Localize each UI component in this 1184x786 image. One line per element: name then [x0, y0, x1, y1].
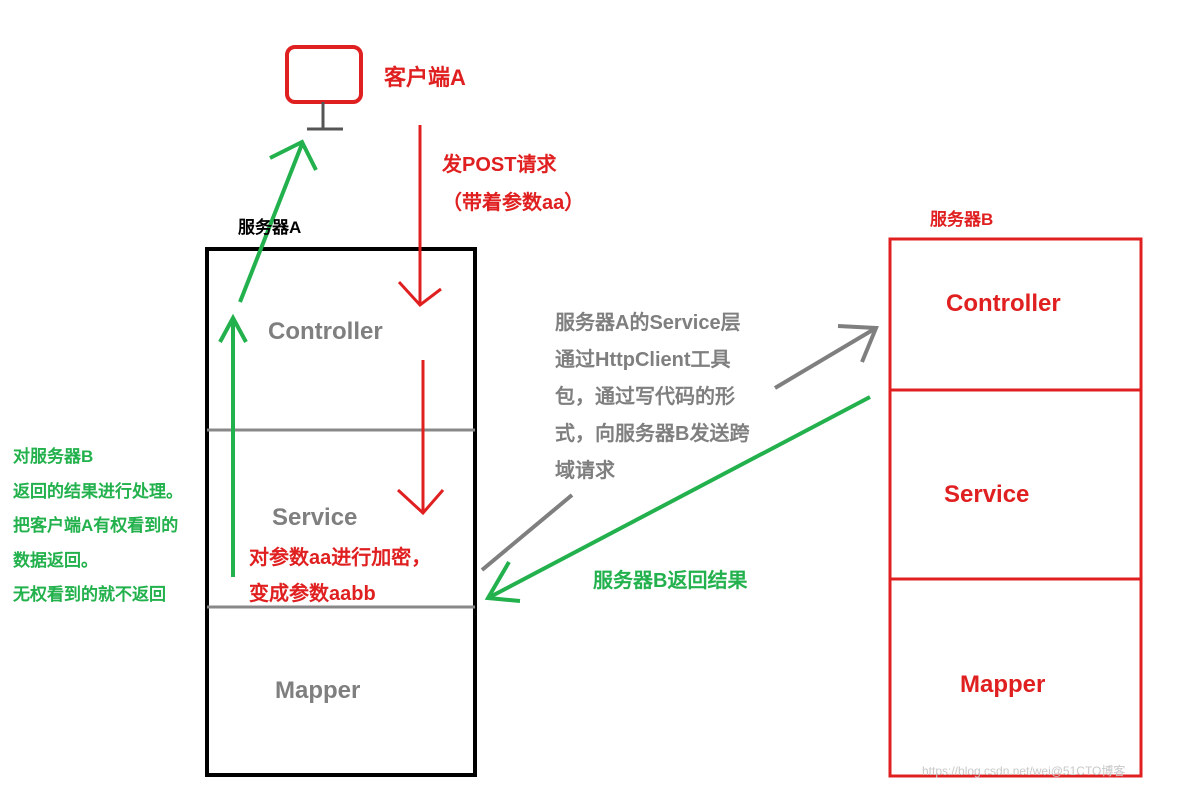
- red-arrow-to-service: [396, 360, 445, 516]
- server-a-controller-label: Controller: [268, 318, 383, 345]
- server-a-mapper-label: Mapper: [275, 677, 361, 704]
- client-label: 客户端A: [384, 65, 466, 90]
- process-result-note: 对服务器B 返回的结果进行处理。 把客户端A有权看到的 数据返回。 无权看到的就…: [13, 447, 183, 604]
- green-arrow-to-client: [238, 139, 318, 303]
- server-b-mapper-label: Mapper: [960, 671, 1046, 698]
- gray-arrow-cross-domain: [480, 324, 879, 572]
- cross-domain-note: 服务器A的Service层 通过HttpClient工具 包，通过写代码的形 式…: [555, 312, 750, 482]
- server-b-service-label: Service: [944, 481, 1030, 508]
- server-b-controller-label: Controller: [946, 290, 1061, 317]
- server-a-service-label: Service: [272, 504, 358, 531]
- green-arrow-return: [484, 395, 871, 603]
- server-b-box: [888, 237, 1143, 778]
- server-a-box: [205, 247, 477, 777]
- encrypt-label-line1: 对参数aa进行加密，: [249, 547, 432, 569]
- green-arrow-up-left: [218, 313, 248, 577]
- post-request-label: 发POST请求: [442, 154, 557, 176]
- monitor-icon: [285, 45, 363, 131]
- server-b-title: 服务器B: [930, 210, 994, 229]
- red-arrow-request: [397, 125, 442, 308]
- server-b-return-label: 服务器B返回结果: [593, 570, 748, 592]
- watermark: https://blog.csdn.net/wei@51CTO博客: [922, 764, 1126, 778]
- post-request-param-label: （带着参数aa）: [442, 192, 585, 214]
- server-a-title: 服务器A: [238, 218, 302, 237]
- encrypt-label-line2: 变成参数aabb: [249, 583, 376, 605]
